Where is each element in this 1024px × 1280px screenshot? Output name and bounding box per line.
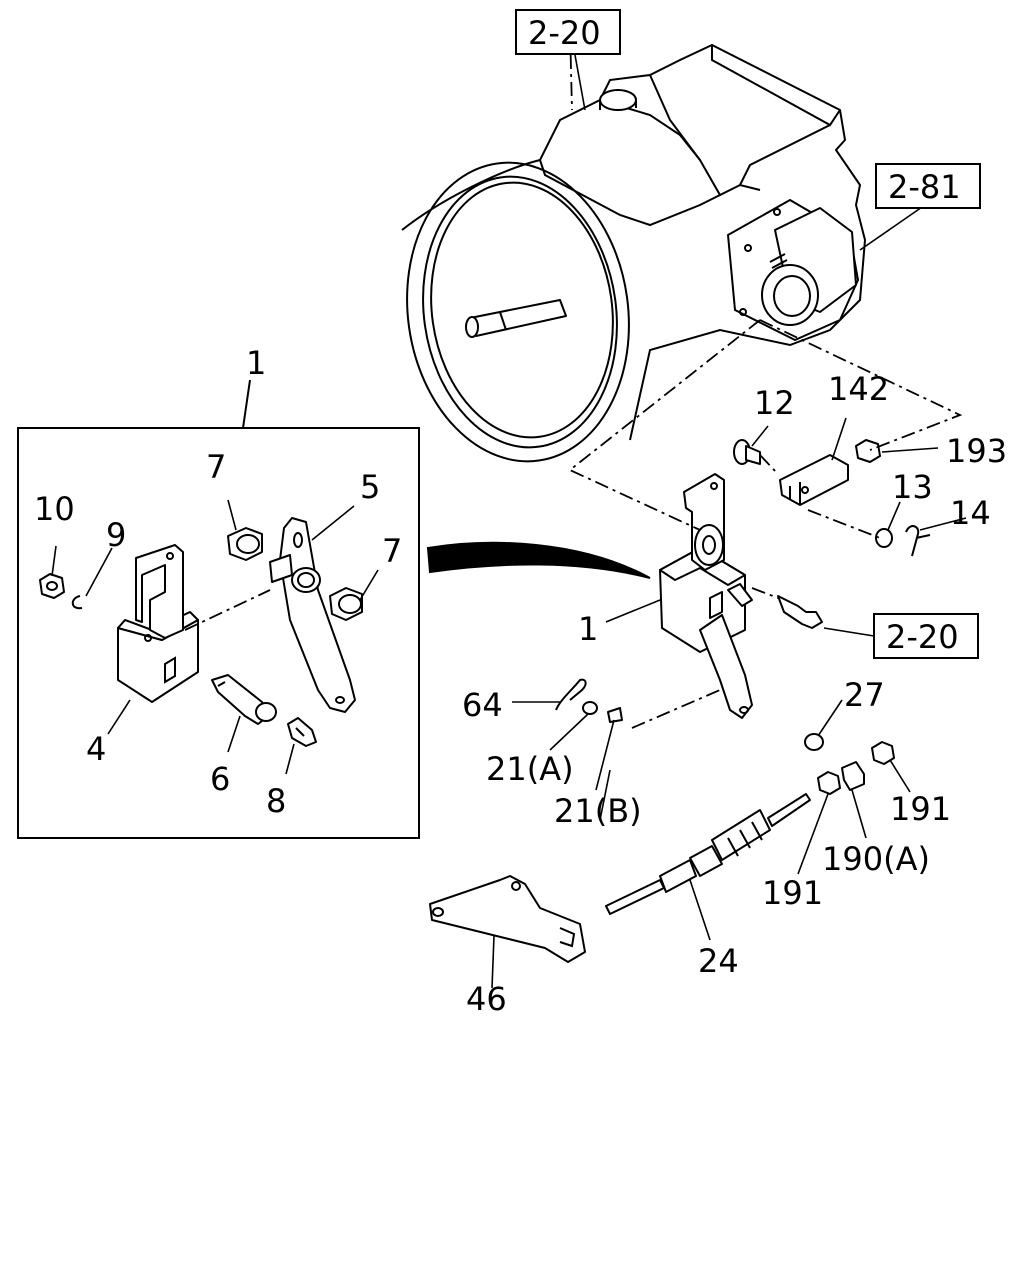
bushing-part-7b: [329, 587, 363, 621]
ref-box-right-mid: [873, 613, 979, 659]
bushing-part-27: [804, 733, 824, 751]
lever-part-5: [269, 517, 356, 713]
callout-64: 64: [462, 686, 503, 724]
callout-24: 24: [698, 942, 739, 980]
ref-label-top: 2-20: [528, 14, 601, 52]
ref-box-right-top: [875, 163, 981, 209]
callout-21b: 21(B): [554, 792, 642, 830]
split-pin-part-64: [555, 678, 587, 711]
callout-1: 1: [578, 610, 598, 648]
nut-part-191a: [871, 741, 895, 765]
clevis-part-142: [779, 454, 849, 506]
nipple-part-8: [287, 717, 317, 747]
callout-7a: 7: [206, 448, 226, 486]
ref-label-right-mid: 2-20: [886, 618, 959, 656]
transmission-housing: [401, 43, 867, 463]
callout-191b: 191: [762, 874, 823, 912]
callout-kit: 1: [246, 344, 266, 382]
callout-5: 5: [360, 468, 380, 506]
callout-27: 27: [844, 676, 885, 714]
installed-bracket-1: [659, 473, 753, 719]
callout-7b: 7: [382, 532, 402, 570]
callout-14: 14: [950, 494, 991, 532]
bracket-part-4: [117, 544, 199, 703]
ref-label-right-top: 2-81: [888, 168, 961, 206]
callout-9: 9: [106, 516, 126, 554]
pin-part-6: [211, 674, 277, 725]
callout-10: 10: [34, 490, 75, 528]
bushing-part-7a: [227, 527, 263, 561]
callout-46: 46: [466, 980, 507, 1018]
cable-part-24: [605, 793, 811, 915]
pin-part-12: [733, 439, 761, 465]
callout-4: 4: [86, 730, 106, 768]
washer-part-13: [875, 528, 893, 548]
split-pin-part-14: [905, 525, 931, 557]
detail-box: [17, 427, 420, 839]
callout-190a: 190(A): [822, 840, 930, 878]
callout-6: 6: [210, 760, 230, 798]
bushing-part-21b: [607, 707, 623, 723]
callout-21a: 21(A): [486, 750, 574, 788]
bracket-part-46: [429, 875, 586, 963]
nut-part-191b: [817, 771, 841, 795]
callout-12: 12: [754, 384, 795, 422]
clip-part-9: [71, 595, 83, 610]
nut-part-10: [39, 573, 65, 599]
callout-8: 8: [266, 782, 286, 820]
bolt-to-2-20: [777, 595, 823, 629]
detail-arrow: [426, 541, 651, 579]
nut-part-193: [855, 439, 881, 463]
callout-142: 142: [828, 370, 889, 408]
joint-part-190a: [841, 761, 865, 791]
callout-193: 193: [946, 432, 1007, 470]
callout-191a: 191: [890, 790, 951, 828]
washer-part-21a: [582, 701, 598, 715]
ref-box-top: [515, 9, 621, 55]
callout-13: 13: [892, 468, 933, 506]
